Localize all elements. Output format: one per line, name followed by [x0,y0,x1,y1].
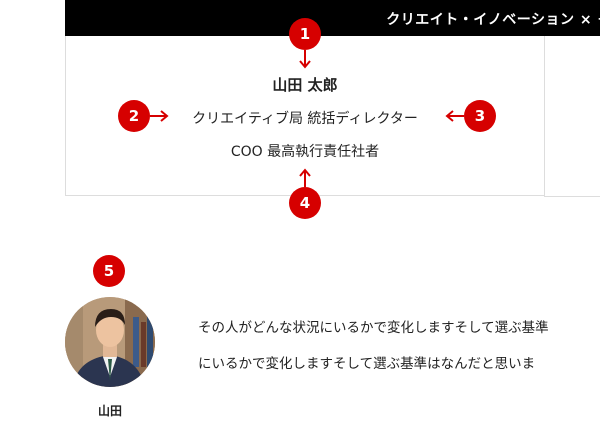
marker-1: 1 [289,18,321,50]
marker-5: 5 [93,255,125,287]
header-bar: クリエイト・イノベーション × そ [65,0,600,36]
body-text-line-1: その人がどんな状況にいるかで変化しますそして選ぶ基準 [198,320,549,336]
arrow-up-icon [299,168,311,187]
profile-name: 山田 太郎 [272,76,338,94]
speaker-name: 山田 [97,404,122,418]
person-photo-icon [65,297,155,387]
avatar [65,297,155,387]
profile-title: COO 最高執行責任社者 [230,144,380,160]
body-text-line-2: にいるかで変化しますそして選ぶ基準はなんだと思いま [198,356,536,372]
marker-3: 3 [464,100,496,132]
arrow-right-icon [150,110,169,122]
arrow-left-icon [445,110,464,122]
arrow-down-icon [299,50,311,69]
header-title: クリエイト・イノベーション × そ [386,12,600,28]
profile-card-next [544,36,600,197]
marker-4: 4 [289,187,321,219]
profile-role: クリエイティブ局 統括ディレクター [192,111,418,127]
marker-2: 2 [118,100,150,132]
